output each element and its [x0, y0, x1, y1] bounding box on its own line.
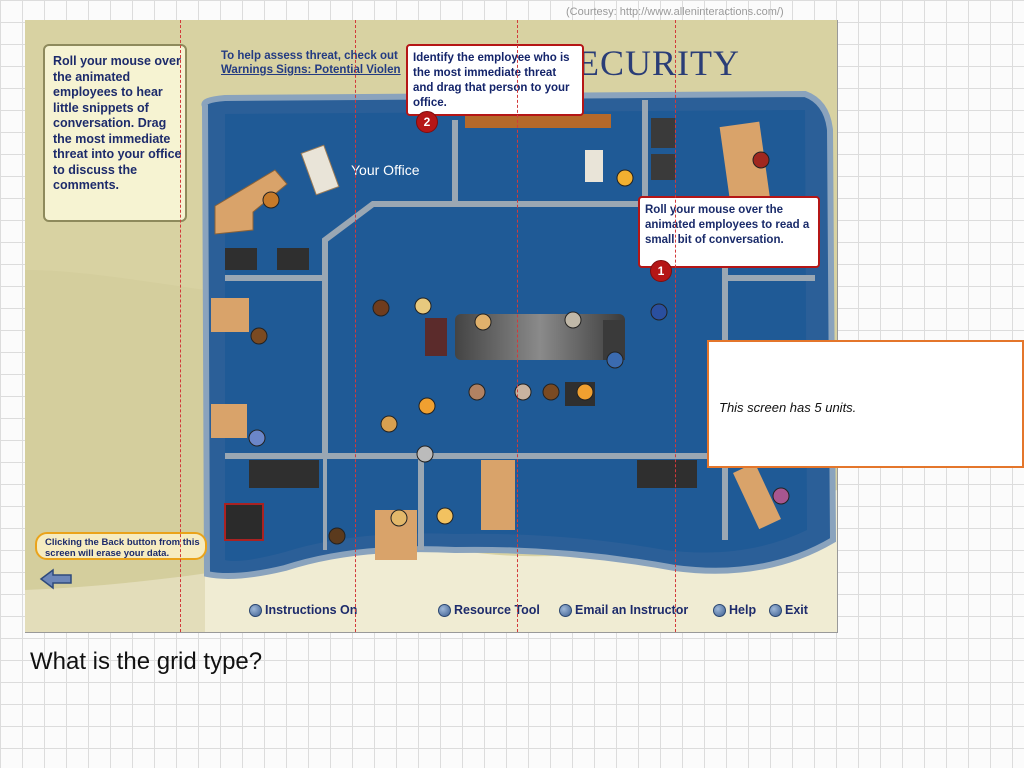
- threat-assessment-prompt: To help assess threat, check out Warning…: [221, 49, 401, 77]
- threat-prefix: To help assess threat, check out: [221, 50, 398, 62]
- instructions-on-label: Instructions On: [265, 603, 358, 617]
- resource-tool-label: Resource Tool: [454, 603, 540, 617]
- help-button[interactable]: Help: [713, 603, 756, 617]
- step-one-badge: 1: [650, 260, 672, 282]
- back-button-warning: Clicking the Back button from this scree…: [35, 532, 207, 560]
- grid-guide-line: [675, 20, 676, 632]
- instructions-on-button[interactable]: Instructions On: [249, 603, 357, 617]
- warning-signs-link[interactable]: Warnings Signs: Potential Violen: [221, 64, 401, 76]
- circle-dot-icon: [559, 603, 572, 617]
- exit-button[interactable]: Exit: [769, 603, 808, 617]
- step-two-badge: 2: [416, 111, 438, 133]
- bottom-nav-bar: Instructions On Resource Tool Email an I…: [25, 600, 837, 622]
- grid-guide-line: [180, 20, 181, 632]
- exit-label: Exit: [785, 603, 808, 617]
- screenshot-frame: YEE SECURITY To help assess threat, chec…: [25, 20, 838, 633]
- back-arrow-icon[interactable]: [39, 568, 73, 590]
- grid-guide-line: [517, 20, 518, 632]
- circle-dot-icon: [713, 603, 726, 617]
- drag-threat-callout: Identify the employee who is the most im…: [406, 44, 584, 116]
- instructions-callout: Roll your mouse over the animated employ…: [43, 44, 187, 222]
- circle-dot-icon: [769, 603, 782, 617]
- grid-guide-line: [355, 20, 356, 632]
- circle-dot-icon: [438, 603, 451, 617]
- circle-dot-icon: [249, 603, 262, 617]
- rollover-callout: Roll your mouse over the animated employ…: [638, 196, 820, 268]
- courtesy-caption: (Courtesy: http://www.alleninteractions.…: [566, 6, 784, 18]
- resource-tool-button[interactable]: Resource Tool: [438, 603, 540, 617]
- email-instructor-button[interactable]: Email an Instructor: [559, 603, 688, 617]
- units-note: This screen has 5 units.: [719, 400, 857, 415]
- your-office-label: Your Office: [351, 162, 420, 178]
- units-note-box: This screen has 5 units.: [707, 340, 1024, 468]
- email-instructor-label: Email an Instructor: [575, 603, 689, 617]
- slide-question: What is the grid type?: [30, 648, 263, 675]
- help-label: Help: [729, 603, 757, 617]
